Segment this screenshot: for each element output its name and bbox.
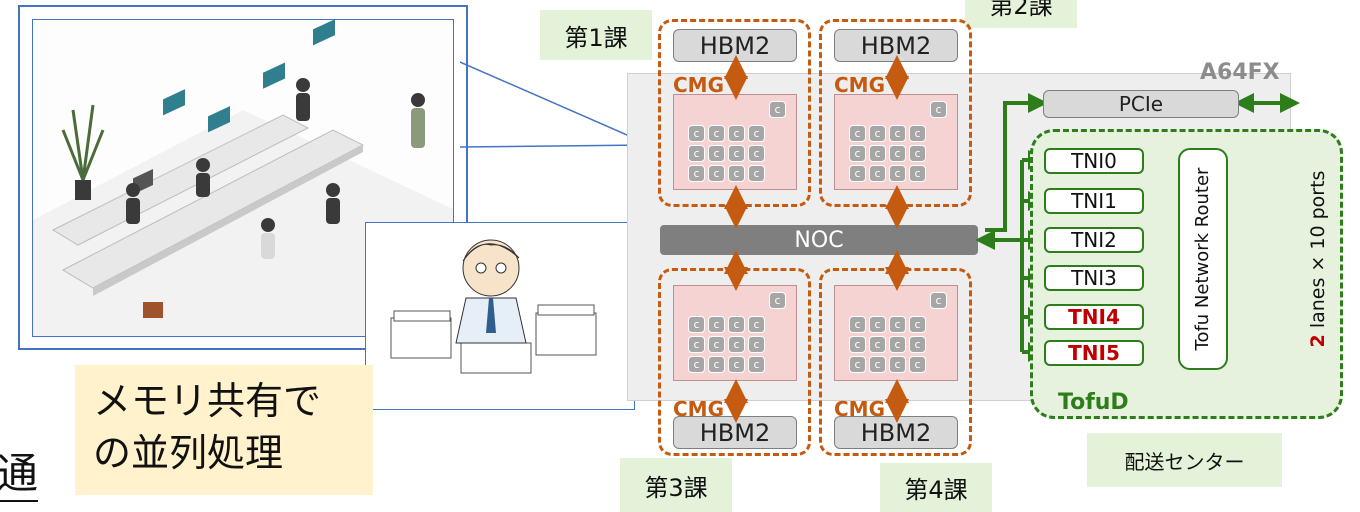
dept-label-2: 第2課 (965, 0, 1077, 28)
core-icon: c (688, 145, 705, 162)
cmg-label-top-right: CMG (834, 73, 885, 97)
core-icon: c (889, 125, 906, 142)
hbm2-label: HBM2 (860, 31, 932, 60)
core-icon: c (708, 125, 725, 142)
core-icon: c (769, 101, 786, 118)
core-icon: c (889, 316, 906, 333)
core-icon: c (728, 336, 745, 353)
tni-4: TNI4 (1044, 304, 1144, 330)
core-icon: c (728, 356, 745, 373)
noc-label: NOC (794, 227, 844, 253)
core-icon: c (708, 336, 725, 353)
delivery-center-label: 配送センター (1087, 433, 1282, 487)
core-icon: c (849, 336, 866, 353)
core-icon: c (728, 165, 745, 182)
router-label: Tofu Network Router (1192, 167, 1213, 351)
core-icon: c (708, 316, 725, 333)
core-icon: c (769, 292, 786, 309)
core-icon: c (869, 165, 886, 182)
core-icon: c (748, 356, 765, 373)
core-icon: c (930, 101, 947, 118)
office-scene (33, 20, 453, 336)
office-illustration (18, 5, 651, 410)
tofu-network-router (1178, 148, 1228, 370)
overloaded-worker-frame (365, 222, 635, 410)
core-icon: c (889, 356, 906, 373)
core-icon: c (708, 356, 725, 373)
core-icon: c (748, 125, 765, 142)
core-icon: c (748, 145, 765, 162)
pcie-label: PCIe (1118, 92, 1164, 116)
core-icon: c (869, 356, 886, 373)
core-icon: c (748, 165, 765, 182)
core-icon: c (869, 145, 886, 162)
worker-illustration (390, 239, 597, 374)
tni-label: TNI2 (1071, 228, 1117, 252)
office-inner-frame (32, 19, 454, 337)
tni-0: TNI0 (1044, 148, 1144, 174)
core-icon: c (889, 165, 906, 182)
pcie-block: PCIe (1043, 90, 1239, 118)
core-icon: c (889, 145, 906, 162)
dept-label-3: 第3課 (620, 458, 732, 512)
caption-box: メモリ共有で の並列処理 (75, 365, 373, 495)
core-icon: c (869, 316, 886, 333)
tni-label: TNI1 (1071, 189, 1117, 213)
chip-label: A64FX (1200, 60, 1280, 85)
core-icon: c (909, 356, 926, 373)
core-icon: c (909, 316, 926, 333)
core-icon: c (708, 165, 725, 182)
caption-line-1: メモリ共有で (93, 379, 322, 423)
lanes-number: 2 (1307, 334, 1329, 348)
cmg-label-top-left: CMG (673, 73, 724, 97)
core-icon: c (889, 336, 906, 353)
core-icon: c (688, 316, 705, 333)
core-icon: c (688, 356, 705, 373)
core-icon: c (849, 165, 866, 182)
core-icon: c (849, 316, 866, 333)
core-icon: c (728, 316, 745, 333)
lanes-label: 2 lanes × 10 ports (1305, 149, 1331, 369)
caption-line-2: の並列処理 (93, 431, 284, 475)
partial-text: 通 (0, 448, 39, 502)
hbm2-label: HBM2 (860, 418, 932, 447)
tni-3: TNI3 (1044, 265, 1144, 291)
callout-lines (460, 61, 651, 148)
core-icon: c (748, 336, 765, 353)
tni-label: TNI0 (1071, 149, 1117, 173)
dept-label-4: 第4課 (880, 463, 992, 512)
core-icon: c (688, 165, 705, 182)
tofud-label: TofuD (1058, 390, 1129, 415)
core-icon: c (688, 125, 705, 142)
hbm2-label: HBM2 (699, 418, 771, 447)
lanes-text: lanes × 10 ports (1307, 170, 1329, 335)
core-icon: c (728, 125, 745, 142)
tni-1: TNI1 (1044, 188, 1144, 214)
tni-2: TNI2 (1044, 227, 1144, 253)
core-icon: c (849, 356, 866, 373)
core-icon: c (849, 145, 866, 162)
tni-label: TNI5 (1068, 341, 1120, 365)
hbm2-top-left: HBM2 (673, 29, 797, 62)
core-icon: c (930, 292, 947, 309)
core-icon: c (688, 336, 705, 353)
hbm2-label: HBM2 (699, 31, 771, 60)
core-icon: c (849, 125, 866, 142)
core-icon: c (909, 165, 926, 182)
noc-bar: NOC (660, 225, 978, 255)
core-icon: c (708, 145, 725, 162)
core-icon: c (869, 336, 886, 353)
dept-label-1: 第1課 (540, 10, 652, 60)
core-icon: c (909, 125, 926, 142)
core-icon: c (909, 336, 926, 353)
core-icon: c (909, 145, 926, 162)
tni-label: TNI3 (1071, 266, 1117, 290)
tni-label: TNI4 (1068, 305, 1120, 329)
core-icon: c (748, 316, 765, 333)
core-icon: c (869, 125, 886, 142)
core-icon: c (728, 145, 745, 162)
tni-5: TNI5 (1044, 340, 1144, 366)
